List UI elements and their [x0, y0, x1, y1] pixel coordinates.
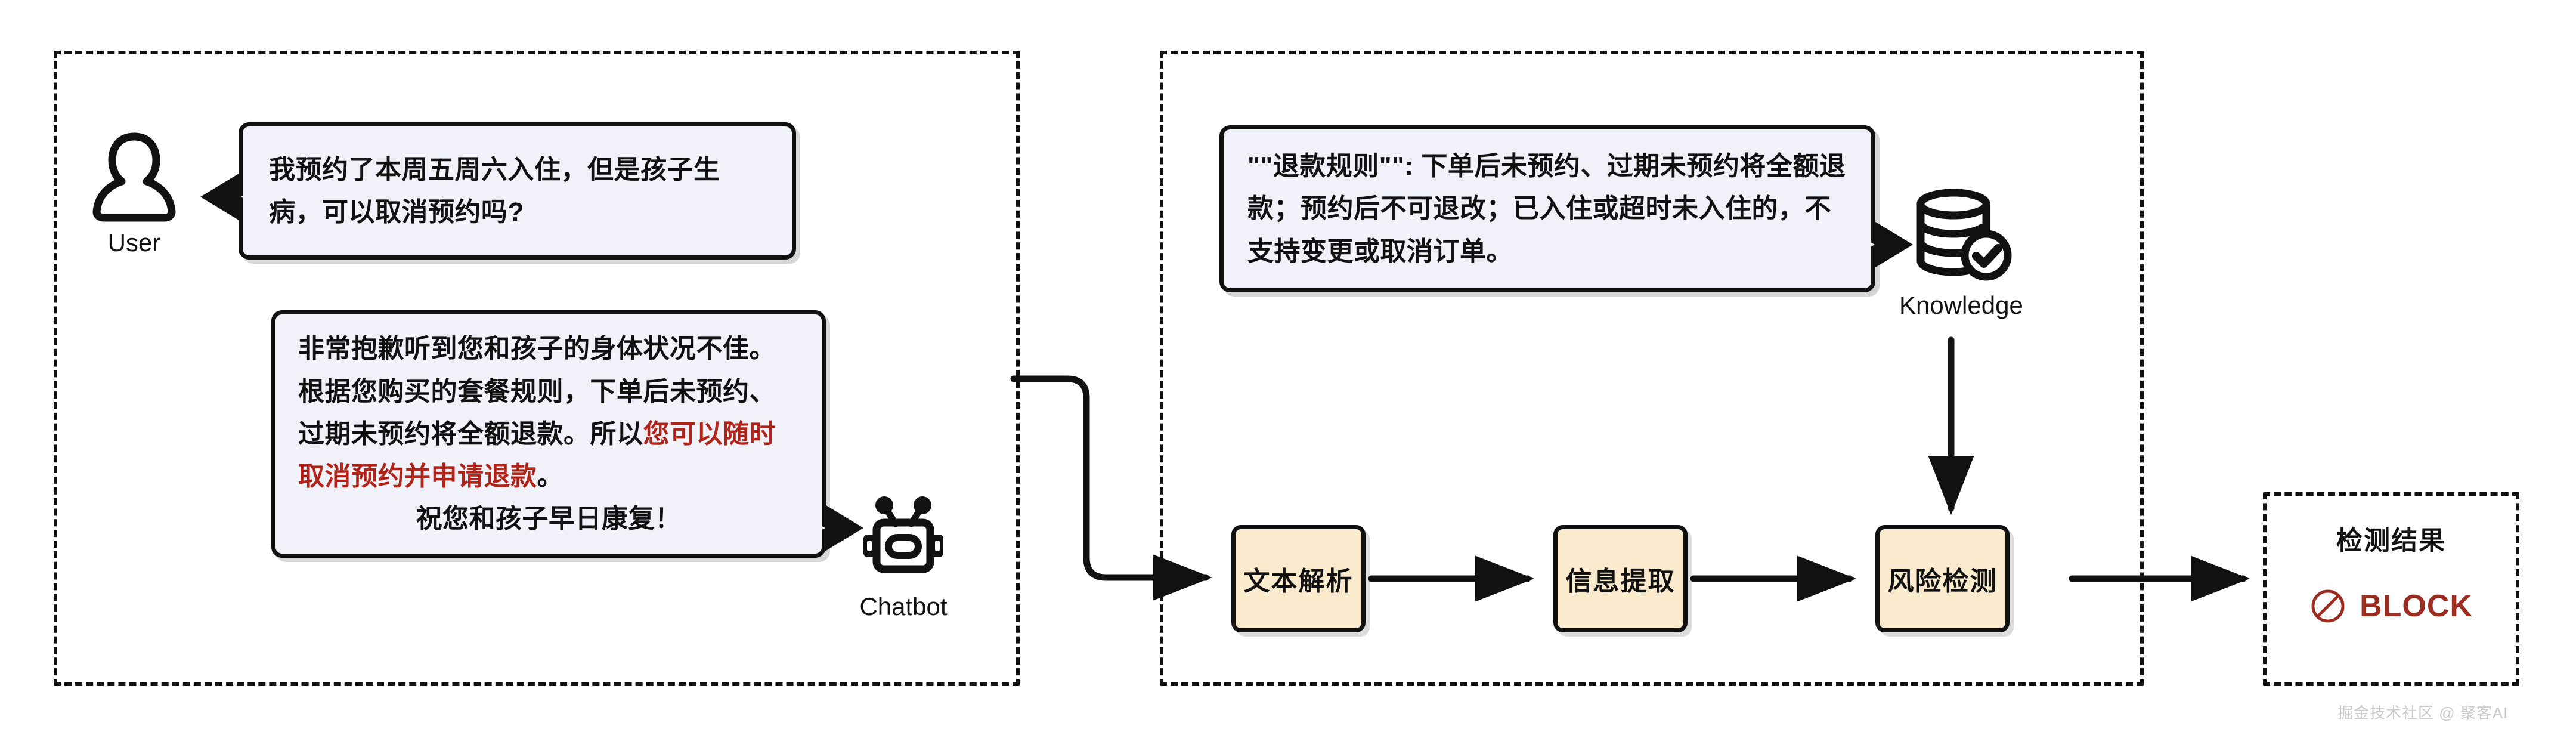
result-title: 检测结果 [2336, 526, 2446, 555]
pipeline-step-text-parsing[interactable]: 文本解析 [1231, 525, 1366, 632]
chatbot-bubble-tail-inner [797, 512, 825, 543]
prohibition-icon [2311, 589, 2345, 623]
database-check-icon [1916, 189, 2012, 281]
pipeline-step-label: 文本解析 [1243, 567, 1354, 596]
knowledge-bubble-tail-inner [1846, 229, 1875, 260]
actor-user-label: User [107, 228, 161, 257]
user-bubble-tail-inner [241, 181, 270, 212]
conversation-panel [54, 51, 1020, 686]
chatbot-text-plain-2: 。 [537, 462, 564, 492]
robot-icon [863, 496, 943, 573]
pipeline-step-label: 信息提取 [1565, 567, 1676, 596]
actor-chatbot: Chatbot [859, 495, 948, 621]
user-message-bubble: 我预约了本周五周六入住，但是孩子生病，可以取消预约吗? [239, 122, 796, 260]
knowledge-snippet-text: ""退款规则"": 下单后未预约、过期未预约将全额退款；预约后不可退改；已入住或… [1247, 152, 1846, 266]
actor-user: User [89, 128, 179, 257]
actor-chatbot-label: Chatbot [859, 592, 948, 620]
chatbot-bubble-tail [824, 504, 863, 552]
user-message-text: 我预约了本周五周六入住，但是孩子生病，可以取消预约吗? [269, 155, 720, 227]
knowledge-snippet-bubble: ""退款规则"": 下单后未预约、过期未预约将全额退款；预约后不可退改；已入住或… [1219, 125, 1875, 292]
status-badge: BLOCK [2360, 589, 2473, 623]
pipeline-step-info-extraction[interactable]: 信息提取 [1553, 525, 1688, 632]
chatbot-message-text: 非常抱歉听到您和孩子的身体状况不佳。根据您购买的套餐规则，下单后未预约、过期未预… [298, 328, 799, 540]
user-bubble-tail [200, 173, 240, 221]
user-icon [92, 132, 176, 222]
chatbot-text-plain-1: 非常抱歉听到您和孩子的身体状况不佳。根据您购买的套餐规则，下单后未预约、过期未预… [298, 334, 776, 449]
watermark: 掘金技术社区 @ 聚客AI [2337, 704, 2509, 722]
pipeline-panel [1160, 51, 2144, 686]
chatbot-text-highlight: 您可以随时取消预约并申请退款 [298, 419, 776, 492]
actor-knowledge-label: Knowledge [1899, 291, 2023, 319]
actor-knowledge: Knowledge [1899, 188, 2023, 320]
knowledge-bubble-tail [1874, 221, 1913, 268]
pipeline-step-label: 风险检测 [1887, 567, 1998, 596]
result-panel [2263, 492, 2519, 686]
chatbot-message-bubble: 非常抱歉听到您和孩子的身体状况不佳。根据您购买的套餐规则，下单后未预约、过期未预… [271, 310, 826, 558]
result-verdict: BLOCK [2263, 588, 2519, 625]
chatbot-text-closing: 祝您和孩子早日康复！ [416, 504, 682, 534]
pipeline-step-risk-detection[interactable]: 风险检测 [1875, 525, 2010, 632]
